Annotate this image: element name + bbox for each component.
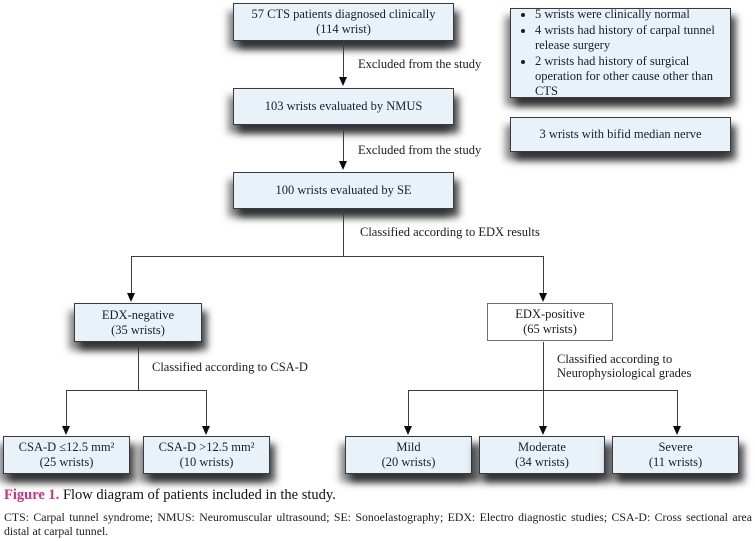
box-text-line1: Moderate xyxy=(518,440,566,454)
edge-label-csa-split: Classified according to CSA-D xyxy=(152,360,308,374)
connector-line xyxy=(543,342,544,390)
arrowhead-down xyxy=(404,426,412,435)
exclusion-bullet: 2 wrists had history of surgical operati… xyxy=(535,54,724,99)
caption-label: Figure 1. xyxy=(4,487,60,503)
connector-line xyxy=(131,256,544,257)
box-text-line2: (20 wrists) xyxy=(381,455,436,469)
flow-box-57-cts-patients: 57 CTS patients diagnosed clinically (11… xyxy=(233,3,454,41)
exclusion-notes-box: 5 wrists were clinically normal 4 wrists… xyxy=(510,6,731,100)
connector-line xyxy=(138,343,139,390)
mild-box: Mild (20 wrists) xyxy=(345,436,472,474)
edge-label-neuro-line2: Neurophysiological grades xyxy=(557,366,692,380)
edx-positive-box: EDX-positive (65 wrists) xyxy=(487,303,613,341)
box-text-line2: (11 wrists) xyxy=(648,455,703,469)
box-text: 103 wrists evaluated by NMUS xyxy=(264,99,423,113)
box-text-line2: (65 wrists) xyxy=(523,322,577,336)
box-text-line2: (25 wrists) xyxy=(39,455,94,469)
box-text-line1: CSA-D ≤12.5 mm² xyxy=(18,440,115,454)
edge-label-excluded-1: Excluded from the study xyxy=(358,57,482,71)
figure-footnote: CTS: Carpal tunnel syndrome; NMUS: Neuro… xyxy=(4,510,752,538)
connector-line xyxy=(343,210,344,257)
edge-label-edx-split: Classified according to EDX results xyxy=(360,225,540,239)
edge-label-neuro-line1: Classified according to xyxy=(557,352,673,366)
box-text-line1: Severe xyxy=(658,440,693,454)
exclusion-bullet-list: 5 wrists were clinically normal 4 wrists… xyxy=(535,6,724,100)
exclusion-bullet: 5 wrists were clinically normal xyxy=(535,7,724,22)
arrowhead-down xyxy=(127,293,135,302)
box-text-line1: 57 CTS patients diagnosed clinically xyxy=(251,7,436,21)
caption-text: Flow diagram of patients included in the… xyxy=(59,487,336,503)
box-text-line1: EDX-negative xyxy=(101,307,175,322)
box-text-line1: CSA-D >12.5 mm² xyxy=(158,440,255,454)
box-text-line1: EDX-positive xyxy=(515,307,585,321)
arrowhead-down xyxy=(202,426,210,435)
flow-box-100-wrists-se: 100 wrists evaluated by SE xyxy=(233,172,454,209)
connector-line xyxy=(343,41,344,78)
connector-line xyxy=(408,390,409,427)
csa-high-box: CSA-D >12.5 mm² (10 wrists) xyxy=(143,436,270,474)
arrowhead-down xyxy=(339,161,347,170)
connector-line xyxy=(677,390,678,427)
connector-line xyxy=(206,390,207,427)
box-text: 100 wrists evaluated by SE xyxy=(275,183,412,197)
severe-box: Severe (11 wrists) xyxy=(612,436,739,474)
box-text-line2: (10 wrists) xyxy=(179,455,234,469)
arrowhead-down xyxy=(62,426,70,435)
edx-negative-box: EDX-negative (35 wrists) xyxy=(74,303,202,342)
exclusion-bullet: 4 wrists had history of carpal tunnel re… xyxy=(535,23,724,53)
csa-low-box: CSA-D ≤12.5 mm² (25 wrists) xyxy=(3,436,130,474)
connector-line xyxy=(131,256,132,294)
arrowhead-down xyxy=(539,426,547,435)
bifid-nerve-box: 3 wrists with bifid median nerve xyxy=(510,117,731,152)
figure-caption: Figure 1. Flow diagram of patients inclu… xyxy=(4,487,336,504)
box-text-line2: (35 wrists) xyxy=(111,322,165,337)
arrowhead-down xyxy=(539,293,547,302)
moderate-box: Moderate (34 wrists) xyxy=(479,436,605,474)
connector-line xyxy=(343,126,344,162)
edge-label-excluded-2: Excluded from the study xyxy=(358,143,482,157)
flow-box-103-wrists-nmus: 103 wrists evaluated by NMUS xyxy=(233,88,454,125)
connector-line xyxy=(66,390,207,391)
connector-line xyxy=(543,390,544,427)
box-text: 3 wrists with bifid median nerve xyxy=(539,127,702,141)
box-text-line2: (34 wrists) xyxy=(515,455,569,469)
box-text-line1: Mild xyxy=(396,440,421,454)
connector-line xyxy=(66,390,67,427)
box-text-line2: (114 wrist) xyxy=(316,22,371,36)
arrowhead-down xyxy=(339,77,347,86)
arrowhead-down xyxy=(673,426,681,435)
connector-line xyxy=(543,256,544,294)
edge-label-neuro-split: Classified according to Neurophysiologic… xyxy=(557,352,691,380)
